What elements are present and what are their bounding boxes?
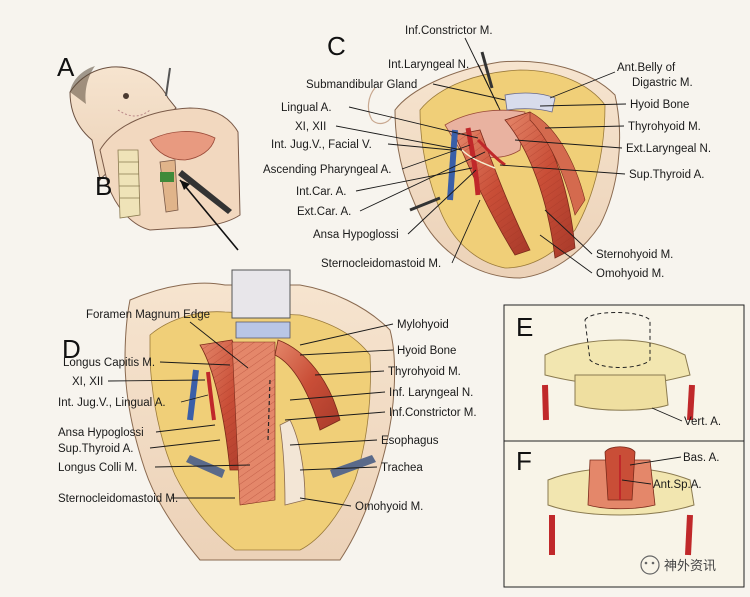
label-f-bas: Bas. A. <box>683 452 719 464</box>
label-d-esophagus: Esophagus <box>381 435 439 447</box>
panel-letter-d: D <box>62 334 81 364</box>
label-d-ansa: Ansa Hypoglossi <box>58 427 144 439</box>
label-c-int-laryngeal: Int.Laryngeal N. <box>388 59 469 71</box>
label-d-hyoid: Hyoid Bone <box>397 345 456 357</box>
label-e-vert: Vert. A. <box>684 416 721 428</box>
label-c-sup-thyroid: Sup.Thyroid A. <box>629 169 704 181</box>
label-c-xi-xii: XI, XII <box>295 121 326 133</box>
label-c-thyrohyoid: Thyrohyoid M. <box>628 121 701 133</box>
watermark-text: 神外资讯 <box>664 559 716 574</box>
panel-b-sagittal-section <box>99 107 241 251</box>
label-c-asc-pharyngeal: Ascending Pharyngeal A. <box>263 164 392 176</box>
label-c-submandibular: Submandibular Gland <box>306 79 417 91</box>
label-c-lingual: Lingual A. <box>281 102 332 114</box>
label-c-ext-laryngeal: Ext.Laryngeal N. <box>626 143 711 155</box>
panel-f-vertebra <box>547 446 695 556</box>
label-c-ant-belly-1: Ant.Belly of <box>617 62 676 74</box>
panel-letter-b: B <box>95 171 112 201</box>
label-d-longus-capitis: Longus Capitis M. <box>63 357 155 369</box>
wechat-icon <box>640 555 660 575</box>
label-d-omohyoid: Omohyoid M. <box>355 501 423 513</box>
label-d-int-jug-lingual: Int. Jug.V., Lingual A. <box>58 397 166 409</box>
label-c-omohyoid: Omohyoid M. <box>596 268 664 280</box>
label-d-longus-colli: Longus Colli M. <box>58 462 137 474</box>
label-d-foramen: Foramen Magnum Edge <box>86 309 210 321</box>
label-d-xi-xii: XI, XII <box>72 376 103 388</box>
watermark: 神外资讯 <box>640 555 716 575</box>
label-f-ant-sp: Ant.Sp.A. <box>653 479 702 491</box>
panel-letter-a: A <box>57 52 75 82</box>
label-d-trachea: Trachea <box>381 462 423 474</box>
label-c-inf-constrictor: Inf.Constrictor M. <box>405 25 493 37</box>
label-c-scm: Sternocleidomastoid M. <box>321 258 441 270</box>
panel-d-exposure <box>124 269 396 561</box>
label-d-mylohyoid: Mylohyoid <box>397 319 449 331</box>
label-c-int-jug-facial: Int. Jug.V., Facial V. <box>271 139 372 151</box>
label-d-inf-laryngeal: Inf. Laryngeal N. <box>389 387 473 399</box>
label-c-ansa: Ansa Hypoglossi <box>313 229 399 241</box>
label-c-int-car: Int.Car. A. <box>296 186 347 198</box>
label-d-scm: Sternocleidomastoid M. <box>58 493 178 505</box>
label-d-inf-constrictor: Inf.Constrictor M. <box>389 407 477 419</box>
label-c-sternohyoid: Sternohyoid M. <box>596 249 673 261</box>
panel-c-labels: Inf.Constrictor M. Int.Laryngeal N. Subm… <box>263 25 711 280</box>
label-d-sup-thyroid: Sup.Thyroid A. <box>58 443 133 455</box>
panel-e-vertebra <box>542 312 695 421</box>
panel-letter-e: E <box>516 312 533 342</box>
label-c-ext-car: Ext.Car. A. <box>297 206 351 218</box>
label-c-hyoid: Hyoid Bone <box>630 99 689 111</box>
panel-d-labels: Foramen Magnum Edge Longus Capitis M. XI… <box>58 309 477 513</box>
label-c-ant-belly-2: Digastric M. <box>632 77 693 89</box>
panel-letter-c: C <box>327 31 346 61</box>
label-d-thyrohyoid: Thyrohyoid M. <box>388 366 461 378</box>
panel-letter-f: F <box>516 446 532 476</box>
